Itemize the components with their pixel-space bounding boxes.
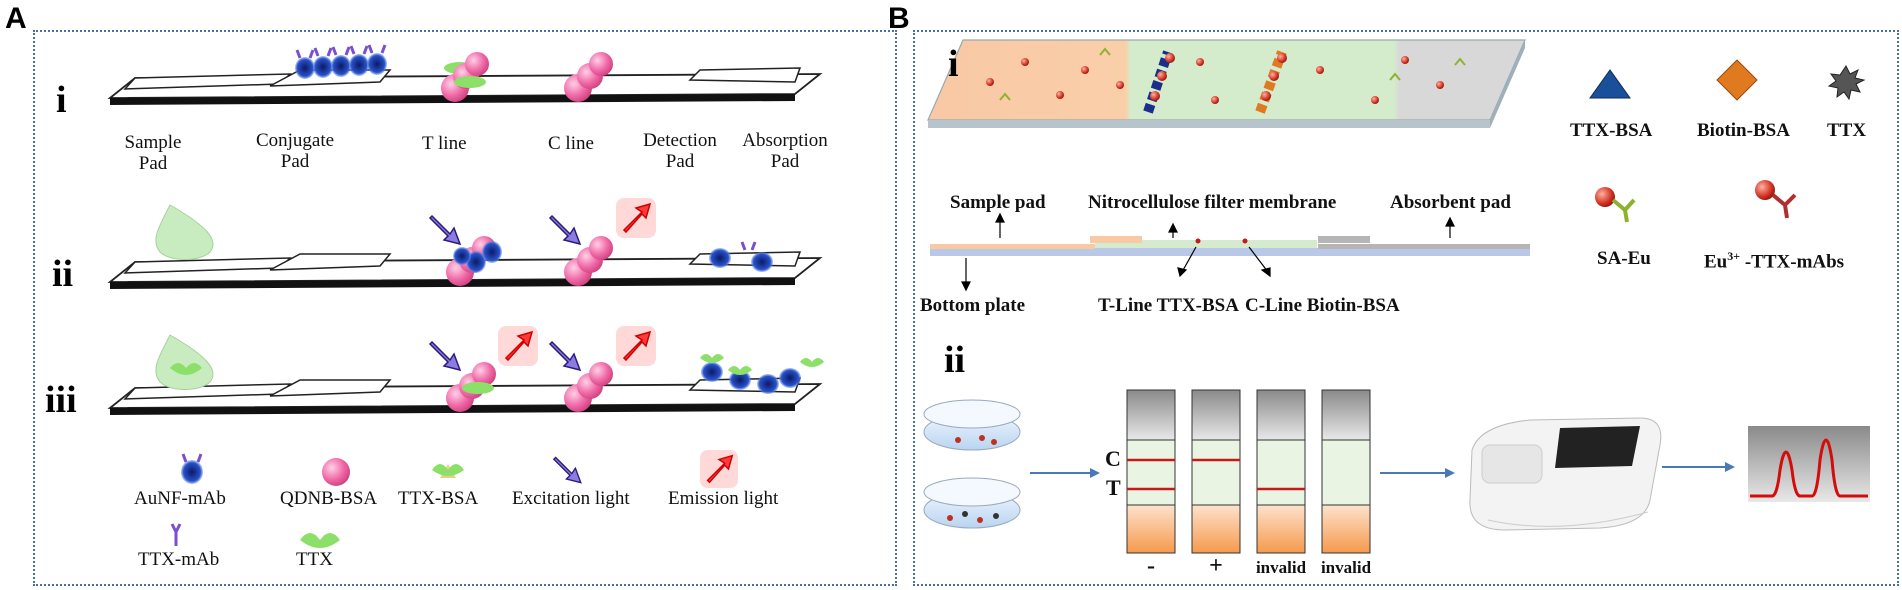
- ttx-mab-icon: [170, 523, 182, 546]
- conjugate-antibodies-icon: [295, 44, 387, 79]
- ttx-bsa-icon: [432, 464, 464, 478]
- emission-arrow-icon: [616, 326, 656, 366]
- strip-result-label: +: [1209, 553, 1223, 579]
- sample-drop-icon: [155, 204, 214, 260]
- panel-b-frame: [913, 30, 1899, 586]
- excitation-light-icon: [553, 456, 582, 484]
- t-line-free-icon: [446, 362, 496, 412]
- ttx-icon: [300, 533, 340, 548]
- result-strip-positive: [1191, 389, 1241, 554]
- absorbed-complex-icon: [700, 354, 824, 394]
- t-line-ttx-bsa-label: T-Line TTX-BSA: [1098, 295, 1239, 316]
- c-line-icon: [564, 362, 613, 412]
- qdnb-bsa-icon: [322, 458, 350, 486]
- cross-section-pointers: [961, 212, 1455, 292]
- legend-biotin-bsa: Biotin-BSA: [1697, 120, 1790, 141]
- lateral-flow-strip-3d: [927, 39, 1526, 128]
- result-strip-negative: [1126, 389, 1176, 554]
- absorbed-antibodies-icon: [709, 241, 773, 272]
- row-a-ii-label: ii: [52, 253, 74, 295]
- legend-ttx-bsa-b: TTX-BSA: [1570, 120, 1653, 141]
- absorbent-pad-label: Absorbent pad: [1390, 192, 1511, 213]
- excitation-arrow-icon: [549, 215, 581, 245]
- strip-result-label: invalid: [1320, 558, 1372, 577]
- flow-arrow-icon: [1380, 468, 1455, 478]
- legend-ttx: TTX: [296, 549, 333, 570]
- t-line-bound-icon: [446, 236, 502, 286]
- row-a-i-label: i: [56, 79, 67, 121]
- result-strip-invalid-1: [1256, 389, 1306, 554]
- excitation-arrow-icon: [429, 215, 461, 245]
- emission-arrow-icon: [616, 198, 656, 238]
- strip-cross-section: [930, 236, 1530, 256]
- excitation-arrow-icon: [549, 341, 581, 371]
- legend-sa-eu: SA-Eu: [1597, 248, 1651, 269]
- c-line-icon: [564, 52, 613, 102]
- c-line-biotin-bsa-label: C-Line Biotin-BSA: [1245, 295, 1400, 316]
- sample-dish-icon: [923, 399, 1021, 451]
- nitrocellulose-label: Nitrocellulose filter membrane: [1088, 192, 1337, 213]
- excitation-arrow-icon: [429, 341, 461, 371]
- panel-a-frame: [33, 30, 897, 586]
- legend-eu-ttx-mabs: Eu3+ -TTX-mAbs: [1704, 249, 1845, 273]
- c-line-marker: C: [1105, 446, 1121, 471]
- ttx-bsa-triangle-icon: [1589, 69, 1631, 99]
- biotin-bsa-diamond-icon: [1716, 59, 1758, 101]
- legend-aunf-mab: AuNF-mAb: [134, 488, 226, 509]
- sample-drop-ttx-icon: [155, 334, 214, 390]
- legend-qdnb-bsa: QDNB-BSA: [280, 488, 378, 509]
- flow-arrow-icon: [1662, 462, 1735, 472]
- c-line-label: C line: [548, 133, 594, 154]
- strip-result-label: -: [1147, 553, 1155, 579]
- t-line-icon: [441, 52, 489, 102]
- eu-ttx-mab-icon: [1755, 180, 1797, 219]
- c-line-icon: [564, 236, 613, 286]
- legend-ttx-bsa: TTX-BSA: [398, 488, 479, 509]
- c-line-molecules-icon: [1255, 50, 1287, 114]
- sa-eu-icon: [1595, 187, 1636, 223]
- row-b-ii-label: ii: [944, 339, 966, 381]
- result-strip-invalid-2: [1321, 389, 1371, 554]
- signal-peaks-plot: [1748, 426, 1870, 502]
- legend-excitation-light: Excitation light: [512, 488, 630, 509]
- t-line-marker: T: [1106, 475, 1121, 500]
- emission-arrow-icon: [498, 326, 538, 366]
- emission-light-icon: [700, 450, 738, 488]
- strip-result-label: invalid: [1255, 558, 1307, 577]
- row-a-iii-label: iii: [45, 379, 77, 421]
- aunf-mab-icon: [181, 453, 203, 484]
- t-line-molecules-icon: [1143, 50, 1175, 114]
- legend-ttx-b: TTX: [1827, 120, 1867, 141]
- sample-pad-b-label: Sample pad: [950, 192, 1046, 213]
- panel-b-letter: B: [888, 2, 910, 35]
- ttx-star-icon: [1827, 65, 1866, 101]
- row-b-i-label: i: [948, 43, 959, 85]
- legend-ttx-mab: TTX-mAb: [138, 549, 220, 570]
- sample-dish-icon: [923, 477, 1021, 529]
- legend-emission-light: Emission light: [668, 488, 779, 509]
- panel-a-letter: A: [5, 2, 27, 35]
- bottom-plate-label: Bottom plate: [920, 295, 1026, 316]
- t-line-label: T line: [422, 133, 467, 154]
- flow-arrow-icon: [1030, 468, 1100, 478]
- fluorescence-reader-icon: [1469, 417, 1662, 531]
- scattered-conjugates-icon: [986, 47, 1466, 104]
